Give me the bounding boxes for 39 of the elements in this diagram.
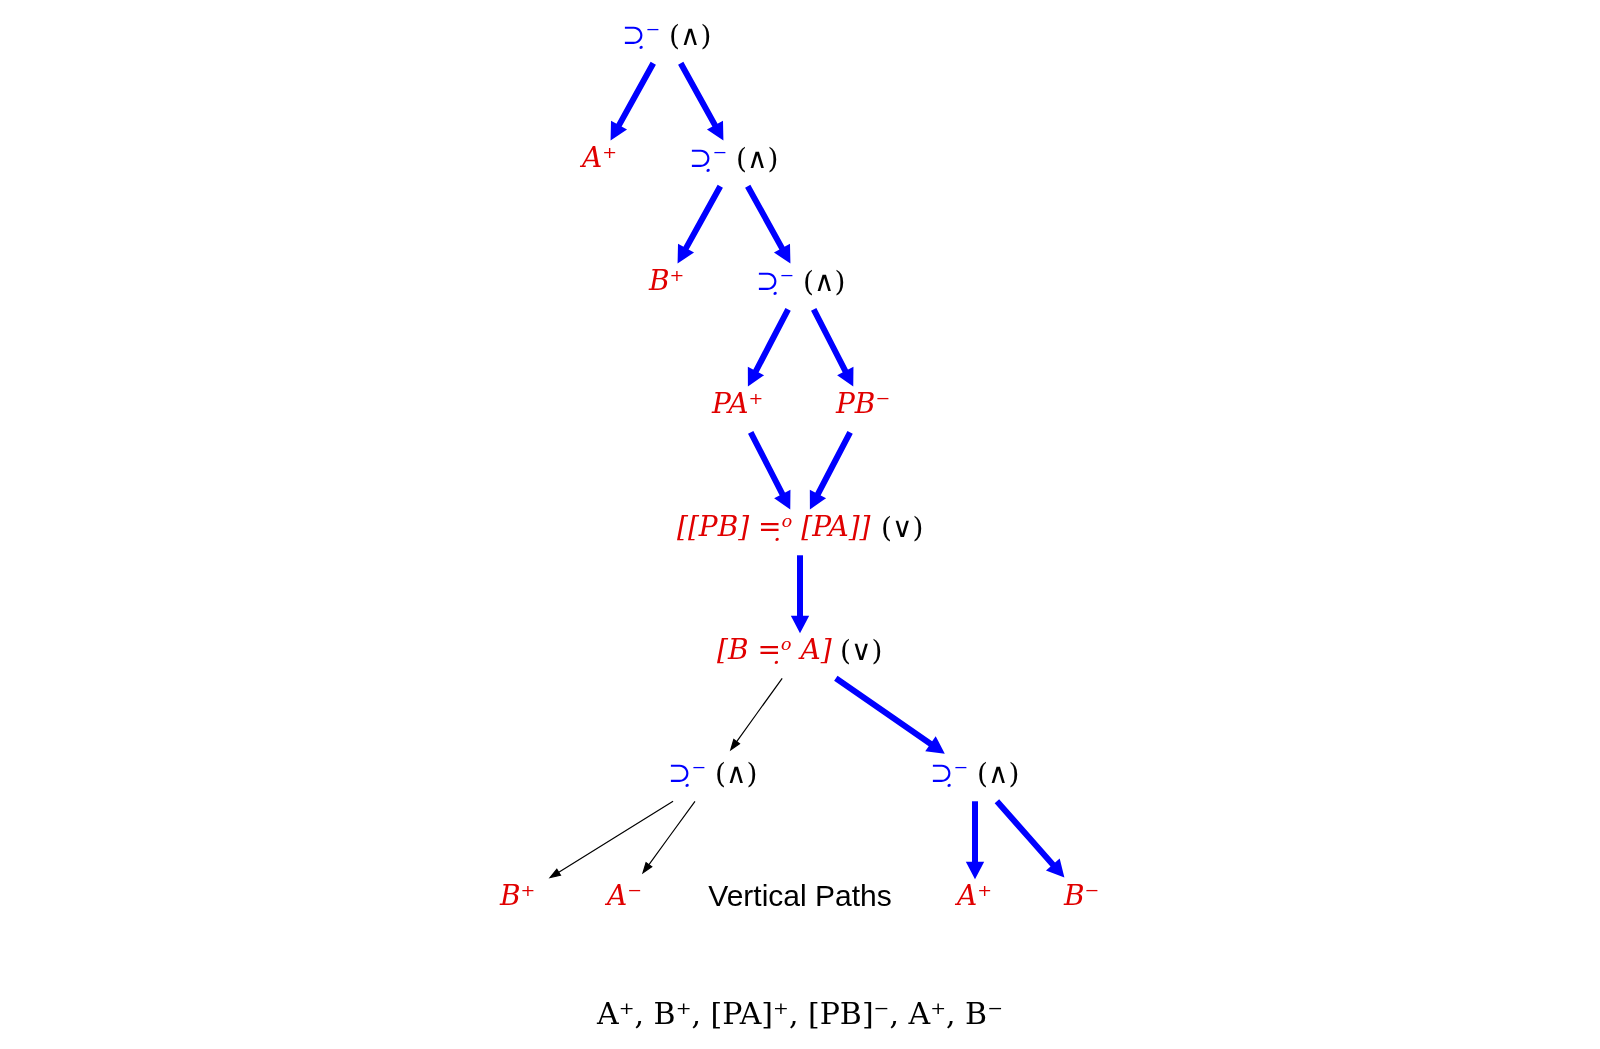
arrow bbox=[641, 800, 696, 875]
label: A⁺, B⁺, [PA]⁺, [PB]⁻, A⁺, B⁻ bbox=[597, 996, 1003, 1031]
node-text: PB⁻ bbox=[836, 386, 891, 420]
node-label: (∨) bbox=[840, 633, 883, 667]
node-text: A⁺ bbox=[582, 140, 617, 174]
arrow bbox=[548, 800, 674, 879]
node-text: ⊃̣⁻ bbox=[622, 17, 661, 51]
node-text: A⁺ bbox=[957, 878, 992, 912]
node-text: ⊃̣⁻ bbox=[689, 140, 728, 174]
node-text: ⊃̣⁻ bbox=[756, 263, 795, 297]
node-text: ⊃̣⁻ bbox=[930, 755, 969, 789]
arrow bbox=[790, 555, 810, 634]
arrow bbox=[965, 801, 985, 880]
node-label: (∧) bbox=[669, 18, 712, 52]
node-text: ⊃̣⁻ bbox=[668, 755, 707, 789]
label: Vertical Paths bbox=[708, 879, 892, 912]
arrow bbox=[747, 307, 791, 387]
arrow bbox=[809, 430, 853, 510]
arrow bbox=[811, 307, 854, 387]
node-text: [[PB] =̣ᵒ [PA]] bbox=[677, 509, 871, 543]
node-label: (∧) bbox=[977, 756, 1020, 790]
arrow bbox=[677, 184, 723, 264]
arrow bbox=[994, 799, 1065, 878]
node-label: (∧) bbox=[715, 756, 758, 790]
node-text: B⁺ bbox=[500, 878, 536, 912]
node-label: (∧) bbox=[736, 141, 779, 175]
node-text: B⁺ bbox=[649, 263, 685, 297]
node-text: PA⁺ bbox=[712, 386, 764, 420]
node-text: A⁻ bbox=[607, 878, 642, 912]
node-text: [B =̣ᵒ A] bbox=[717, 632, 832, 666]
arrow bbox=[748, 430, 791, 510]
node-label: (∧) bbox=[803, 264, 846, 298]
node-text: B⁻ bbox=[1064, 878, 1100, 912]
arrow bbox=[834, 675, 945, 754]
arrow bbox=[745, 184, 791, 264]
node-label: (∨) bbox=[881, 510, 924, 544]
arrow bbox=[678, 61, 724, 141]
arrow bbox=[729, 677, 783, 752]
arrow bbox=[610, 61, 656, 141]
